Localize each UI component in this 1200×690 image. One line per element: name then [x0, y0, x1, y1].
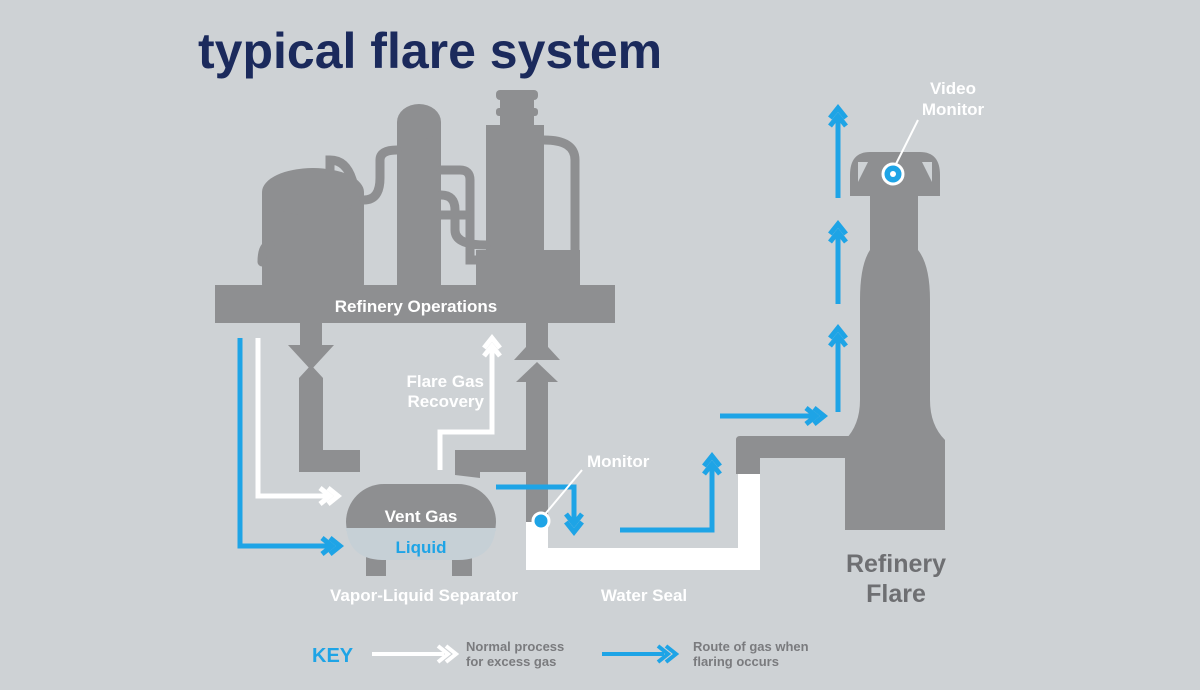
legend-normal-text-line2: for excess gas — [466, 654, 556, 669]
monitor-label: Monitor — [587, 452, 650, 471]
legend-flaring-text-line2: flaring occurs — [693, 654, 779, 669]
legend-normal-text: Normal process — [466, 639, 564, 654]
legend: KEY Normal process for excess gas Route … — [312, 639, 809, 669]
legend-normal-arrow — [372, 644, 460, 664]
flare-gas-recovery-label: Flare Gas — [407, 372, 485, 391]
refinery-equipment — [215, 90, 615, 323]
vapor-liquid-separator — [346, 484, 496, 576]
legend-flaring-text: Route of gas when — [693, 639, 809, 654]
vapor-liquid-separator-label: Vapor-Liquid Separator — [330, 586, 518, 605]
flaring-route — [237, 103, 848, 556]
refinery-piping — [257, 135, 580, 267]
refinery-flare-label: Refinery — [846, 550, 946, 578]
video-monitor-label: Video — [930, 79, 976, 98]
refinery-operations-label: Refinery Operations — [335, 297, 498, 316]
separator-inlet-pipe — [288, 323, 360, 472]
legend-flaring-arrow — [602, 644, 680, 664]
refinery-flare-label-line2: Flare — [866, 580, 926, 608]
legend-heading: KEY — [312, 645, 354, 667]
flare-gas-recovery-label-line2: Recovery — [407, 392, 484, 411]
liquid-label: Liquid — [396, 538, 447, 557]
video-monitor-indicator — [881, 119, 919, 186]
normal-process-route — [255, 333, 502, 506]
water-seal-label: Water Seal — [601, 586, 687, 605]
vent-gas-label: Vent Gas — [385, 507, 458, 526]
page-title: typical flare system — [198, 23, 662, 79]
water-seal — [526, 436, 860, 570]
refinery-flare-stack — [845, 152, 945, 530]
video-monitor-label-line2: Monitor — [922, 100, 985, 119]
monitor-indicator — [531, 469, 583, 531]
